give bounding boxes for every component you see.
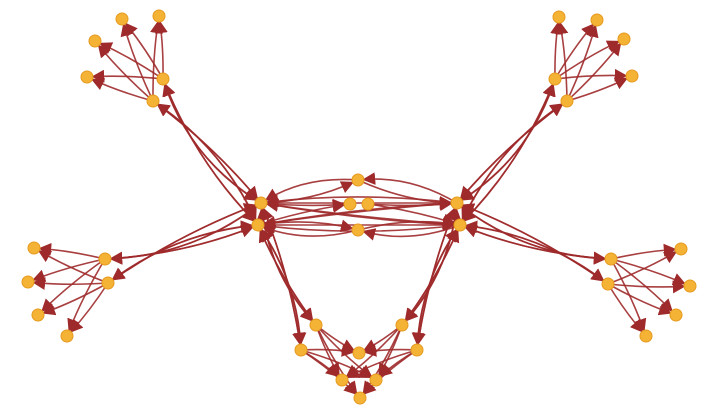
graph-node <box>361 197 375 211</box>
graph-node <box>395 318 409 332</box>
edge-arrow <box>42 282 109 316</box>
edge-arrow <box>152 100 259 200</box>
edge-arrow <box>97 44 154 102</box>
edge-arrow <box>107 203 257 284</box>
graph-node <box>560 94 574 108</box>
edge-arrow <box>459 100 568 200</box>
graph-node <box>21 275 35 289</box>
edge-arrow <box>566 42 622 102</box>
edge-arrow <box>257 200 346 226</box>
edge-arrow <box>607 283 644 333</box>
edge-arrow <box>363 349 418 395</box>
edge-arrow <box>38 242 106 260</box>
edge-arrow <box>362 224 461 241</box>
edge-arrow <box>69 282 109 333</box>
graph-node <box>31 308 45 322</box>
edge-arrow <box>262 202 458 229</box>
edge-arrow <box>257 224 307 346</box>
graph-node <box>410 343 424 357</box>
edge-arrow <box>459 83 555 226</box>
edge-arrow <box>156 103 262 204</box>
edge-arrow <box>111 202 262 281</box>
edge-arrow <box>607 283 672 316</box>
edge-arrow <box>260 228 302 351</box>
graph-node <box>604 252 618 266</box>
edge-layer <box>32 20 686 395</box>
edge-arrow <box>265 199 461 226</box>
edge-arrow <box>459 224 605 282</box>
edge-arrow <box>362 324 403 395</box>
edge-arrow <box>262 225 359 238</box>
graph-node <box>669 308 683 322</box>
edge-arrow <box>150 20 163 102</box>
graph-node <box>450 196 464 210</box>
graph-node <box>590 13 604 27</box>
edge-arrow <box>456 202 605 282</box>
edge-arrow <box>362 172 458 204</box>
edge-arrow <box>610 243 677 260</box>
edge-arrow <box>607 280 686 294</box>
edge-arrow <box>264 178 359 201</box>
edge-arrow <box>459 103 564 226</box>
edge-arrow <box>107 220 254 284</box>
graph-node <box>683 279 697 293</box>
graph-node <box>156 72 170 86</box>
edge-arrow <box>416 207 457 351</box>
graph-node <box>27 241 41 255</box>
graph-node <box>625 69 639 83</box>
graph-node <box>639 329 653 343</box>
graph-node <box>254 196 268 210</box>
graph-node <box>351 173 365 187</box>
graph-node <box>617 32 631 46</box>
edge-arrow <box>357 216 456 231</box>
edge-arrow <box>566 24 599 102</box>
edge-arrow <box>550 21 563 80</box>
edge-arrow <box>260 181 355 204</box>
graph-node <box>251 218 265 232</box>
graph-node <box>369 373 383 387</box>
edge-arrow <box>461 100 568 222</box>
graph-node <box>98 252 112 266</box>
graph-node <box>294 343 308 357</box>
graph-node <box>115 12 129 26</box>
edge-arrow <box>155 20 168 80</box>
edge-arrow <box>456 103 564 204</box>
node-layer <box>21 9 697 405</box>
graph-node <box>101 276 115 290</box>
edge-arrow <box>555 21 569 102</box>
edge-arrow <box>367 203 456 226</box>
graph-node <box>335 373 349 387</box>
edge-arrow <box>416 228 458 351</box>
graph-node <box>343 197 357 211</box>
edge-arrow <box>162 78 255 222</box>
graph-node <box>351 223 365 237</box>
graph-node <box>353 391 367 405</box>
graph-node <box>152 9 166 23</box>
edge-arrow <box>300 349 373 378</box>
edge-arrow <box>257 219 354 232</box>
graph-node <box>548 72 562 86</box>
graph-node <box>601 277 615 291</box>
edge-arrow <box>32 277 109 290</box>
edge-arrow <box>163 83 259 226</box>
edge-arrow <box>461 203 609 285</box>
edge-arrow <box>554 68 628 82</box>
graph-node <box>60 329 74 343</box>
graph-node <box>146 94 160 108</box>
graph-node <box>80 70 94 84</box>
edge-arrow <box>300 349 357 395</box>
graph-node <box>352 346 366 360</box>
edge-arrow <box>91 69 164 83</box>
graph-node <box>453 218 467 232</box>
graph-node <box>88 34 102 48</box>
edge-arrow <box>411 224 461 346</box>
graph-node <box>674 242 688 256</box>
graph-node <box>309 318 323 332</box>
edge-arrow <box>111 224 259 281</box>
graph-node <box>552 10 566 24</box>
